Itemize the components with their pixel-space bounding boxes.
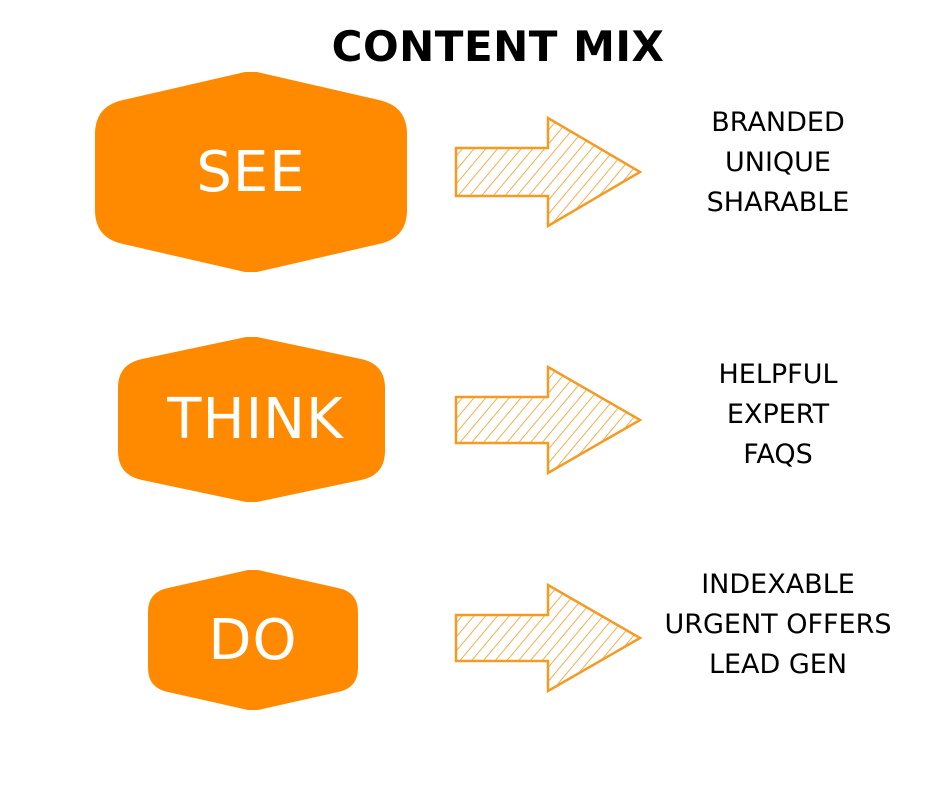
description-line: HELPFUL (718, 359, 838, 390)
stage-think-description: HELPFUL EXPERT FAQS (660, 355, 896, 475)
stage-see-description: BRANDED UNIQUE SHARABLE (660, 103, 896, 223)
diagram-title: CONTENT MIX (331, 22, 665, 71)
stage-see: SEE (95, 72, 407, 272)
stage-do: DO (148, 570, 358, 710)
stage-label: DO (208, 607, 298, 673)
stage-think: THINK (118, 337, 385, 502)
description-line: SHARABLE (706, 187, 850, 218)
description-line: UNIQUE (725, 147, 831, 178)
stage-shape (148, 570, 358, 710)
description-line: URGENT OFFERS (664, 609, 892, 640)
stage-shape (95, 72, 407, 272)
description-line: BRANDED (711, 107, 845, 138)
stage-label: SEE (196, 139, 306, 205)
description-line: LEAD GEN (708, 649, 848, 680)
stage-do-description: INDEXABLE URGENT OFFERS LEAD GEN (650, 565, 906, 685)
arrow-right-icon (454, 365, 643, 475)
description-line: EXPERT (726, 399, 830, 430)
stage-label: THINK (167, 387, 344, 452)
stage-shape (118, 337, 385, 502)
description-line: INDEXABLE (701, 569, 855, 600)
description-line: FAQS (743, 439, 813, 470)
arrow-right-icon (454, 583, 643, 693)
arrow-right-icon (454, 116, 643, 228)
